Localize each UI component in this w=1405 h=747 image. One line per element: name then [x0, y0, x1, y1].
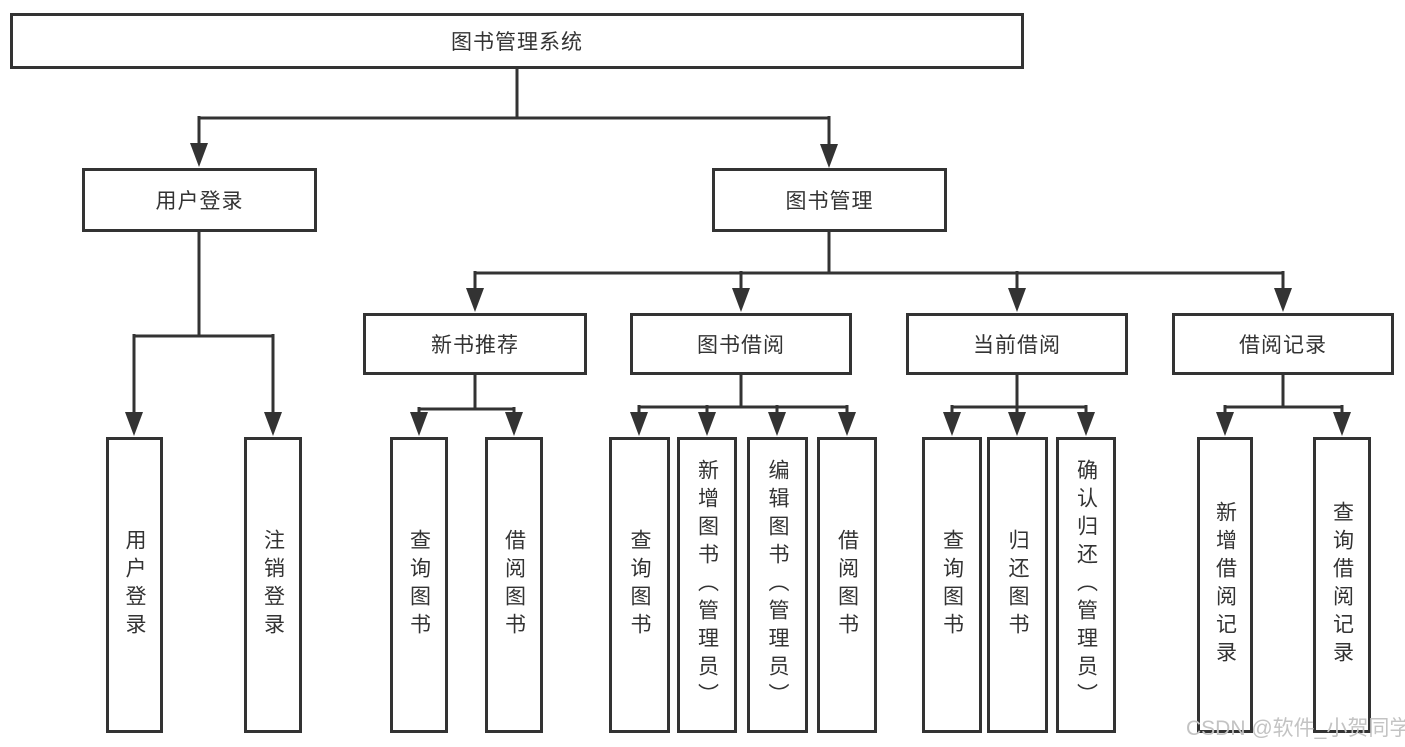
node-leaf-borrow-borrow-books: 借阅图书 [817, 437, 877, 733]
node-submodule-book-borrow-label: 图书借阅 [697, 334, 785, 357]
node-leaf-recommend-borrow-books: 借阅图书 [485, 437, 543, 733]
node-submodule-borrow-record: 借阅记录 [1172, 313, 1394, 375]
node-module-book-management: 图书管理 [712, 168, 947, 232]
node-submodule-borrow-record-label: 借阅记录 [1239, 334, 1327, 357]
node-leaf-borrow-add-books-admin-label: 新增图书（管理员） [695, 459, 719, 711]
node-submodule-new-book-recommend-label: 新书推荐 [431, 334, 519, 357]
node-leaf-current-confirm-return-admin-label: 确认归还（管理员） [1074, 459, 1098, 711]
node-submodule-book-borrow: 图书借阅 [630, 313, 852, 375]
node-module-book-management-label: 图书管理 [785, 190, 874, 213]
node-leaf-login: 用户登录 [106, 437, 163, 733]
node-leaf-borrow-query-books-label: 查询图书 [628, 529, 651, 641]
arrowheads [125, 143, 1351, 436]
node-submodule-current-borrow-label: 当前借阅 [973, 334, 1061, 357]
node-root-system-label: 图书管理系统 [451, 31, 583, 54]
node-leaf-record-add-label: 新增借阅记录 [1213, 501, 1237, 669]
node-leaf-borrow-edit-books-admin-label: 编辑图书（管理员） [766, 459, 789, 711]
node-leaf-record-add: 新增借阅记录 [1197, 437, 1253, 733]
node-leaf-recommend-query-books: 查询图书 [390, 437, 448, 733]
node-root-system: 图书管理系统 [10, 13, 1024, 69]
node-leaf-recommend-borrow-books-label: 借阅图书 [502, 529, 526, 641]
csdn-watermark: CSDN @软件_小贺同学 [1186, 717, 1405, 740]
node-submodule-current-borrow: 当前借阅 [906, 313, 1128, 375]
node-submodule-new-book-recommend: 新书推荐 [363, 313, 587, 375]
node-leaf-current-return-books: 归还图书 [987, 437, 1048, 733]
node-leaf-borrow-borrow-books-label: 借阅图书 [835, 529, 859, 641]
node-leaf-logout: 注销登录 [244, 437, 302, 733]
node-leaf-current-query-books: 查询图书 [922, 437, 982, 733]
node-leaf-recommend-query-books-label: 查询图书 [407, 529, 431, 641]
node-leaf-borrow-query-books: 查询图书 [609, 437, 670, 733]
node-leaf-logout-label: 注销登录 [261, 529, 285, 641]
node-leaf-borrow-edit-books-admin: 编辑图书（管理员） [747, 437, 808, 733]
node-module-user-login-label: 用户登录 [155, 190, 244, 213]
node-leaf-record-query: 查询借阅记录 [1313, 437, 1371, 733]
node-leaf-current-return-books-label: 归还图书 [1006, 529, 1029, 641]
node-leaf-current-confirm-return-admin: 确认归还（管理员） [1056, 437, 1116, 733]
node-leaf-current-query-books-label: 查询图书 [940, 529, 964, 641]
node-leaf-borrow-add-books-admin: 新增图书（管理员） [677, 437, 737, 733]
node-leaf-login-label: 用户登录 [123, 529, 146, 641]
node-module-user-login: 用户登录 [82, 168, 317, 232]
node-leaf-record-query-label: 查询借阅记录 [1330, 501, 1354, 669]
